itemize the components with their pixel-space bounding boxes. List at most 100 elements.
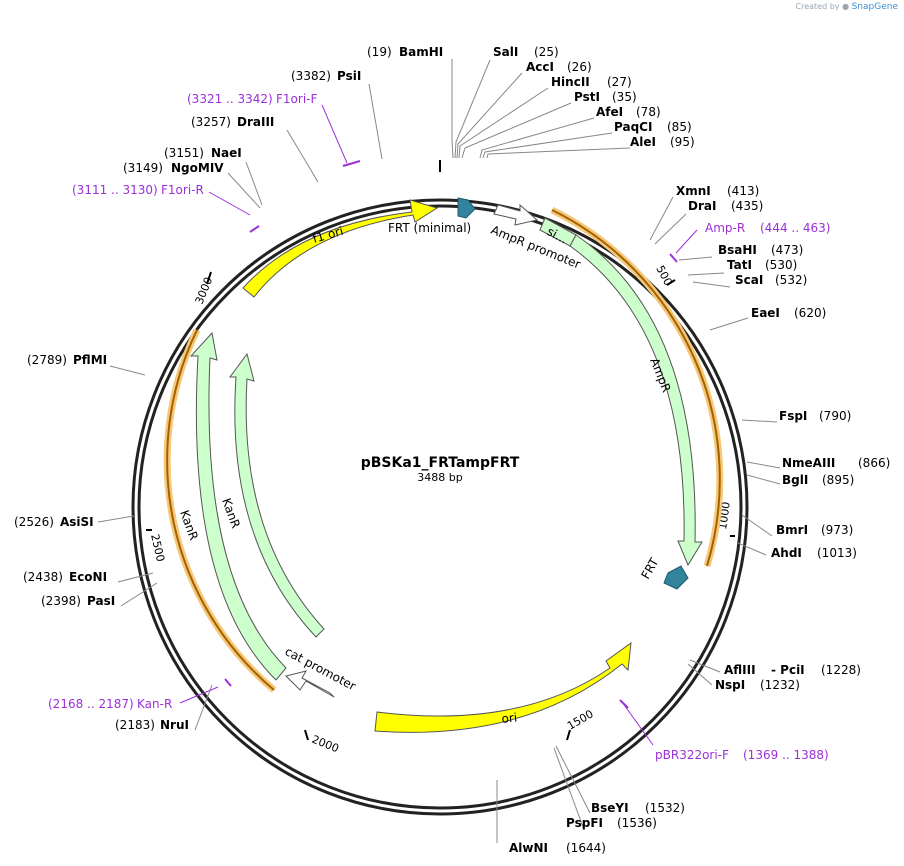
tick-2500: 2500 <box>148 533 167 563</box>
site-nrui[interactable]: NruI <box>160 718 189 732</box>
site-draiii[interactable]: DraIII <box>237 115 274 129</box>
created-by-text: Created by <box>795 2 840 11</box>
primer-pbr322ori-f[interactable]: pBR322ori-F <box>655 748 729 762</box>
site-paqci-pos: (85) <box>667 120 692 134</box>
site-naei[interactable]: NaeI <box>211 146 242 160</box>
site-hincii[interactable]: HincII <box>551 75 590 89</box>
frt-minimal-label: FRT (minimal) <box>388 221 471 235</box>
site-bsahi-pos: (473) <box>771 243 803 257</box>
site-fspi[interactable]: FspI <box>779 409 807 423</box>
ori-label: ori <box>501 710 518 726</box>
plasmid-name: pBSKa1_FRTampFRT <box>361 455 520 471</box>
site-xmni-pos: (413) <box>727 184 759 198</box>
site-ngomiv[interactable]: NgoMIV <box>171 161 224 175</box>
frt-minimal-arrow[interactable] <box>457 197 476 219</box>
snapgene-name: SnapGene <box>851 2 898 12</box>
frt-arrow[interactable] <box>663 565 689 590</box>
tick-1500: 1500 <box>565 707 596 732</box>
kanr-inner-label: KanR <box>219 496 243 530</box>
site-nmeaiii[interactable]: NmeAIII <box>782 456 835 470</box>
site-acci-pos: (26) <box>567 60 592 74</box>
site-bsahi[interactable]: BsaHI <box>718 243 757 257</box>
site-econi-pos: (2438) <box>23 570 63 584</box>
site-ahdi[interactable]: AhdI <box>771 546 802 560</box>
site-tati[interactable]: TatI <box>727 258 752 272</box>
ampr-promoter-label: AmpR promoter <box>489 223 583 272</box>
cat-promoter-label: cat promoter <box>283 644 359 693</box>
primer-kan-r[interactable]: Kan-R <box>137 697 172 711</box>
site-leader-lines <box>97 59 781 843</box>
ampr-arrow[interactable] <box>569 234 703 567</box>
site-bamhi-pos: (19) <box>367 45 392 59</box>
site-pspfi[interactable]: PspFI <box>566 816 603 830</box>
primer-pbr322ori-f-range: (1369 .. 1388) <box>743 748 829 762</box>
primer-f1ori-r-range: (3111 .. 3130) <box>72 183 158 197</box>
ori-arrow[interactable] <box>374 641 632 733</box>
site-drai-pos: (435) <box>731 199 763 213</box>
kanr-inner-arrow[interactable] <box>229 352 325 638</box>
snapgene-logo-icon: ● <box>842 2 850 11</box>
primer-leader-lines <box>179 104 698 746</box>
site-bamhi[interactable]: BamHI <box>399 45 443 59</box>
site-alwni-pos: (1644) <box>566 841 606 855</box>
primer-amp-r-range: (444 .. 463) <box>760 221 830 235</box>
site-econi[interactable]: EcoNI <box>69 570 107 584</box>
site-alwni[interactable]: AlwNI <box>509 841 548 855</box>
site-xmni[interactable]: XmnI <box>676 184 711 198</box>
site-afliii-pci-sep: - PciI <box>771 663 805 677</box>
site-afei-pos: (78) <box>636 105 661 119</box>
site-psti-pos: (35) <box>612 90 637 104</box>
backbone <box>131 198 749 816</box>
site-alei-pos: (95) <box>670 135 695 149</box>
site-pspfi-pos: (1536) <box>617 816 657 830</box>
site-afliii[interactable]: AflIII <box>724 663 756 677</box>
site-nspi[interactable]: NspI <box>715 678 745 692</box>
site-scai[interactable]: ScaI <box>735 273 763 287</box>
site-tati-pos: (530) <box>765 258 797 272</box>
site-pasi[interactable]: PasI <box>87 594 115 608</box>
site-asisi-pos: (2526) <box>14 515 54 529</box>
site-bmri[interactable]: BmrI <box>776 523 808 537</box>
site-fspi-pos: (790) <box>819 409 851 423</box>
primer-arc-kan <box>163 328 277 693</box>
site-eaei[interactable]: EaeI <box>751 306 780 320</box>
site-drai[interactable]: DraI <box>688 199 716 213</box>
site-asisi[interactable]: AsiSI <box>60 515 94 529</box>
site-draiii-pos: (3257) <box>191 115 231 129</box>
site-psii-pos: (3382) <box>291 69 331 83</box>
site-paqci[interactable]: PaqCI <box>614 120 652 134</box>
site-psti[interactable]: PstI <box>574 90 600 104</box>
plasmid-size: 3488 bp <box>417 471 462 484</box>
ampr-promoter-arrow[interactable] <box>493 203 539 226</box>
site-alei[interactable]: AleI <box>630 135 656 149</box>
site-eaei-pos: (620) <box>794 306 826 320</box>
kanr-outer-arrow[interactable] <box>189 331 287 681</box>
site-acci[interactable]: AccI <box>526 60 554 74</box>
site-bgli-pos: (895) <box>822 473 854 487</box>
site-scai-pos: (532) <box>775 273 807 287</box>
site-pflmi-pos: (2789) <box>27 353 67 367</box>
site-bgli[interactable]: BglI <box>782 473 808 487</box>
primer-amp-r[interactable]: Amp-R <box>705 221 745 235</box>
site-afei[interactable]: AfeI <box>596 105 623 119</box>
tick-500: 500 <box>653 263 674 288</box>
site-hincii-pos: (27) <box>607 75 632 89</box>
primer-arc-amp <box>550 206 724 568</box>
site-naei-pos: (3151) <box>164 146 204 160</box>
primer-kan-r-range: (2168 .. 2187) <box>48 697 134 711</box>
site-pflmi[interactable]: PflMI <box>73 353 107 367</box>
f1-ori-arrow[interactable] <box>242 199 439 298</box>
site-nrui-pos: (2183) <box>115 718 155 732</box>
site-ahdi-pos: (1013) <box>817 546 857 560</box>
site-pasi-pos: (2398) <box>41 594 81 608</box>
frt-label: FRT <box>638 555 661 581</box>
cat-promoter-arrow[interactable] <box>285 670 335 698</box>
site-psii[interactable]: PsiI <box>337 69 361 83</box>
primer-f1ori-f[interactable]: F1ori-F <box>276 92 317 106</box>
tick-2000: 2000 <box>310 733 341 756</box>
primer-f1ori-r[interactable]: F1ori-R <box>161 183 204 197</box>
site-bmri-pos: (973) <box>821 523 853 537</box>
site-sali[interactable]: SalI <box>493 45 518 59</box>
site-bseyi[interactable]: BseYI <box>591 801 629 815</box>
